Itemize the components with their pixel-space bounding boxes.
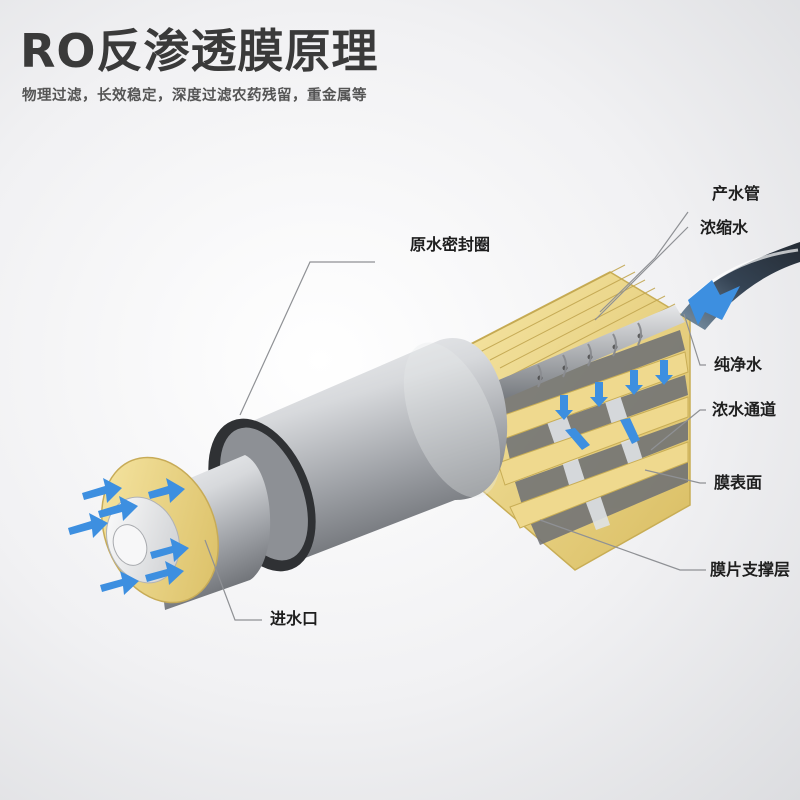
label-membrane-surface: 膜表面 [714,473,763,492]
page-subtitle: 物理过滤，长效稳定，深度过滤农药残留，重金属等 [22,88,367,104]
label-inlet: 进水口 [270,609,319,628]
label-concentrate: 浓缩水 [700,218,749,237]
housing-tube [255,338,508,560]
leader-lines [204,211,706,621]
page-title: RO反渗透膜原理 [20,24,379,78]
flow-arrows [555,360,673,450]
membrane-cutaway [454,264,691,571]
product-water-tube [480,305,685,405]
label-support-layer: 膜片支撑层 [710,560,791,579]
pure-water-stream [680,242,800,330]
label-seal: 原水密封圈 [410,235,491,254]
label-concentrate-channel: 浓水通道 [712,400,777,419]
label-pure-water: 纯净水 [714,355,763,374]
inlet-arrows [68,478,189,595]
label-product-tube: 产水管 [712,184,761,203]
